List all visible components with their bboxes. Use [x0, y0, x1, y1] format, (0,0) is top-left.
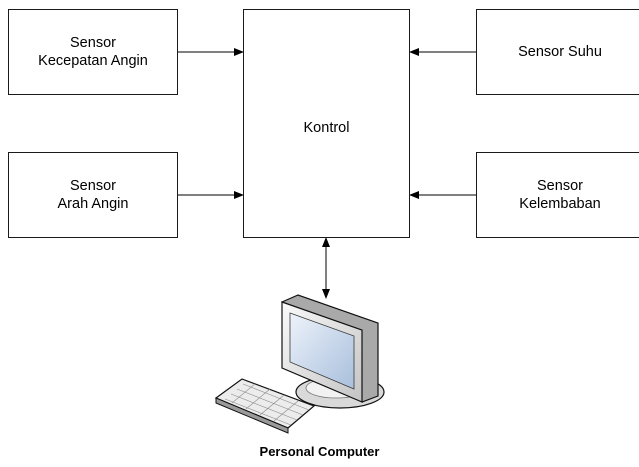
sensor-wind-direction-block: Sensor Arah Angin — [8, 152, 178, 238]
control-block: Kontrol — [243, 9, 410, 238]
sensor-humidity-label-line1: Sensor — [537, 178, 583, 194]
personal-computer-icon — [214, 294, 385, 434]
sensor-temperature-block: Sensor Suhu — [476, 9, 639, 95]
sensor-wind-direction-label-line1: Sensor — [70, 178, 116, 194]
sensor-temperature-label: Sensor Suhu — [518, 44, 602, 60]
sensor-humidity-block: Sensor Kelembaban — [476, 152, 639, 238]
sensor-wind-speed-label-line1: Sensor — [70, 35, 116, 51]
sensor-wind-speed-label-line2: Kecepatan Angin — [38, 53, 148, 69]
sensor-wind-direction-label-line2: Arah Angin — [57, 196, 129, 212]
personal-computer-label: Personal Computer — [259, 444, 380, 459]
control-label: Kontrol — [303, 120, 350, 136]
sensor-wind-speed-block: Sensor Kecepatan Angin — [8, 9, 178, 95]
sensor-humidity-label-line2: Kelembaban — [519, 196, 601, 212]
